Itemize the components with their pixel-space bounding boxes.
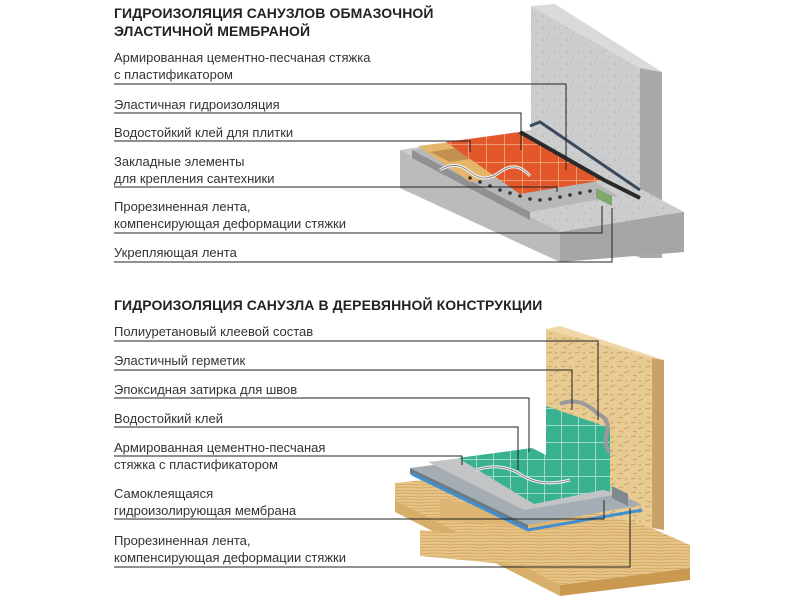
label-embedded-elements: Закладные элементы для крепления сантехн…: [114, 153, 274, 187]
label-reinforced-screed-bottom: Армированная цементно-песчаная стяжка с …: [114, 439, 325, 473]
label-polyurethane-adhesive: Полиуретановый клеевой состав: [114, 323, 313, 340]
top-concrete-slab-front: [400, 150, 560, 262]
top-tile-floor: [446, 132, 604, 194]
label-rubber-tape-bottom-line-1: Прорезиненная лента,: [114, 533, 251, 548]
label-reinforcing-tape-line-1: Укрепляющая лента: [114, 245, 237, 260]
top-diagram-title: ГИДРОИЗОЛЯЦИЯ САНУЗЛОВ ОБМАЗОЧНОЙ ЭЛАСТИ…: [114, 4, 434, 40]
bottom-diagram-title: ГИДРОИЗОЛЯЦИЯ САНУЗЛА В ДЕРЕВЯННОЙ КОНСТ…: [114, 296, 542, 314]
label-polyurethane-adhesive-line-1: Полиуретановый клеевой состав: [114, 324, 314, 339]
label-epoxy-grout: Эпоксидная затирка для швов: [114, 381, 297, 398]
label-self-adhesive-membrane: Самоклеящаяся гидроизолирующая мембрана: [114, 485, 296, 519]
top-rubber-tape: [596, 188, 612, 206]
label-tile-adhesive: Водостойкий клей для плитки: [114, 124, 293, 141]
label-reinforced-screed-line-1: Армированная цементно-песчаная стяжка: [114, 50, 371, 65]
label-rubber-tape-bottom-line-2: компенсирующая деформации стяжки: [114, 550, 346, 565]
label-reinforced-screed-line-2: с пластификатором: [114, 67, 233, 82]
label-elastic-waterproofing: Эластичная гидроизоляция: [114, 96, 280, 113]
label-reinforced-screed-bottom-line-1: Армированная цементно-песчаная: [114, 440, 326, 455]
label-rubber-tape-top-line-1: Прорезиненная лента,: [114, 199, 251, 214]
label-elastic-sealant-line-1: Эластичный герметик: [114, 353, 246, 368]
top-concrete-slab-side: [560, 212, 684, 262]
bottom-wood-beam: [420, 530, 545, 568]
top-title-line-1: ГИДРОИЗОЛЯЦИЯ САНУЗЛОВ ОБМАЗОЧНОЙ: [114, 5, 434, 21]
label-reinforced-screed-bottom-line-2: стяжка с пластификатором: [114, 457, 278, 472]
top-reinforcing-tape: [519, 130, 641, 200]
label-epoxy-grout-line-1: Эпоксидная затирка для швов: [114, 382, 298, 397]
bottom-tile-wall: [546, 406, 610, 492]
label-embedded-elements-line-2: для крепления сантехники: [114, 171, 275, 186]
label-self-adhesive-membrane-line-1: Самоклеящаяся: [114, 486, 214, 501]
top-title-line-2: ЭЛАСТИЧНОЙ МЕМБРАНОЙ: [114, 23, 311, 39]
label-rubber-tape-bottom: Прорезиненная лента, компенсирующая дефо…: [114, 532, 346, 566]
bottom-title-line-1: ГИДРОИЗОЛЯЦИЯ САНУЗЛА В ДЕРЕВЯННОЙ КОНСТ…: [114, 297, 543, 313]
label-reinforcing-tape: Укрепляющая лента: [114, 244, 237, 261]
label-embedded-elements-line-1: Закладные элементы: [114, 154, 245, 169]
bottom-osb-wall-side: [652, 358, 664, 530]
bottom-leader-lines: [114, 340, 631, 568]
label-waterproof-adhesive: Водостойкий клей: [114, 410, 223, 427]
top-leader-lines: [114, 83, 613, 263]
bottom-tile-floor: [458, 448, 612, 504]
label-rubber-tape-top-line-2: компенсирующая деформации стяжки: [114, 216, 346, 231]
bottom-sealant-bead: [559, 399, 612, 454]
bottom-illustration: [395, 326, 690, 596]
top-concrete-wall-top: [531, 4, 662, 72]
label-rubber-tape-top: Прорезиненная лента, компенсирующая дефо…: [114, 198, 346, 232]
top-illustration: [400, 4, 684, 262]
bottom-rubber-tape: [612, 486, 628, 506]
label-reinforced-screed: Армированная цементно-песчаная стяжка с …: [114, 49, 370, 83]
label-elastic-waterproofing-line-1: Эластичная гидроизоляция: [114, 97, 280, 112]
label-self-adhesive-membrane-line-2: гидроизолирующая мембрана: [114, 503, 297, 518]
label-waterproof-adhesive-line-1: Водостойкий клей: [114, 411, 223, 426]
label-elastic-sealant: Эластичный герметик: [114, 352, 245, 369]
label-tile-adhesive-line-1: Водостойкий клей для плитки: [114, 125, 294, 140]
